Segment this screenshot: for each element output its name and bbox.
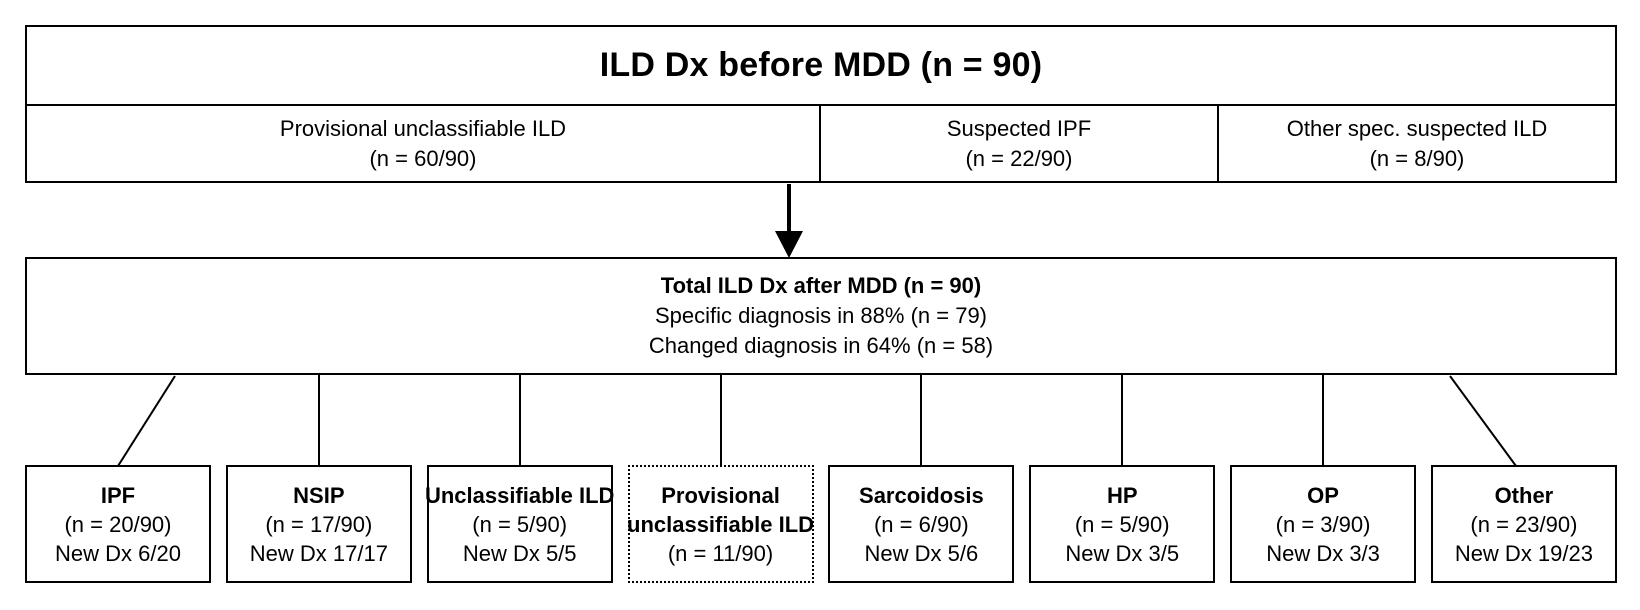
section-name: Other spec. suspected ILD bbox=[1286, 115, 1548, 141]
outcome-count: (n = 17/90) bbox=[265, 511, 373, 537]
section-other-spec-suspected-ild: Other spec. suspected ILD (n = 8/90) bbox=[1217, 106, 1615, 181]
outcome-count: (n = 5/90) bbox=[472, 511, 568, 537]
before-mdd-title: ILD Dx before MDD (n = 90) bbox=[27, 27, 1615, 106]
outcome-box-ipf: IPF (n = 20/90) New Dx 6/20 bbox=[25, 465, 211, 583]
after-mdd-box: Total ILD Dx after MDD (n = 90) Specific… bbox=[25, 257, 1617, 375]
outcome-new-dx: New Dx 3/5 bbox=[1065, 540, 1180, 566]
before-mdd-box: ILD Dx before MDD (n = 90) Provisional u… bbox=[25, 25, 1617, 183]
after-mdd-title: Total ILD Dx after MDD (n = 90) bbox=[660, 273, 982, 298]
section-suspected-ipf: Suspected IPF (n = 22/90) bbox=[819, 106, 1217, 181]
outcome-box-other: Other (n = 23/90) New Dx 19/23 bbox=[1430, 465, 1617, 583]
outcome-count: (n = 5/90) bbox=[1074, 511, 1170, 537]
section-count: (n = 8/90) bbox=[1369, 145, 1465, 171]
section-count: (n = 60/90) bbox=[369, 145, 477, 171]
outcome-new-dx: New Dx 17/17 bbox=[249, 540, 388, 566]
outcome-title: Unclassifiable ILD bbox=[424, 482, 615, 508]
outcome-title: Sarcoidosis bbox=[859, 482, 984, 508]
outcome-count: (n = 20/90) bbox=[64, 511, 172, 537]
section-name: Provisional unclassifiable ILD bbox=[279, 115, 567, 141]
section-provisional-unclassifiable-ild: Provisional unclassifiable ILD (n = 60/9… bbox=[27, 106, 819, 181]
outcome-title: Other bbox=[1494, 482, 1554, 508]
outcome-title: Provisional bbox=[661, 482, 780, 508]
outcome-title: OP bbox=[1307, 482, 1339, 508]
outcome-box-provisional-unclassifiable-ild: Provisional unclassifiable ILD (n = 11/9… bbox=[627, 465, 815, 583]
outcome-new-dx: New Dx 3/3 bbox=[1266, 540, 1380, 566]
outcome-title-line2: unclassifiable ILD bbox=[627, 511, 815, 537]
outcome-title: NSIP bbox=[293, 482, 345, 508]
outcome-count: (n = 11/90) bbox=[667, 540, 774, 566]
outcome-box-hp: HP (n = 5/90) New Dx 3/5 bbox=[1029, 465, 1216, 583]
outcome-count: (n = 3/90) bbox=[1275, 511, 1371, 537]
outcome-title: IPF bbox=[100, 482, 136, 508]
section-count: (n = 22/90) bbox=[965, 145, 1073, 171]
down-arrow-head-icon bbox=[775, 231, 803, 258]
outcome-box-op: OP (n = 3/90) New Dx 3/3 bbox=[1230, 465, 1417, 583]
outcome-new-dx: New Dx 5/5 bbox=[462, 540, 577, 566]
after-mdd-changed-diagnosis: Changed diagnosis in 64% (n = 58) bbox=[648, 333, 994, 358]
outcome-new-dx: New Dx 19/23 bbox=[1454, 540, 1593, 566]
after-mdd-specific-diagnosis: Specific diagnosis in 88% (n = 79) bbox=[654, 303, 988, 328]
outcome-title: HP bbox=[1106, 482, 1138, 508]
connector-other bbox=[1449, 375, 1517, 467]
diagnosis-outcome-row: IPF (n = 20/90) New Dx 6/20 NSIP (n = 17… bbox=[25, 465, 1617, 583]
connector-ipf bbox=[117, 375, 176, 467]
outcome-new-dx: New Dx 5/6 bbox=[864, 540, 979, 566]
outcome-box-nsip: NSIP (n = 17/90) New Dx 17/17 bbox=[225, 465, 412, 583]
outcome-box-sarcoidosis: Sarcoidosis (n = 6/90) New Dx 5/6 bbox=[828, 465, 1015, 583]
outcome-count: (n = 6/90) bbox=[873, 511, 969, 537]
section-name: Suspected IPF bbox=[946, 115, 1092, 141]
outcome-count: (n = 23/90) bbox=[1470, 511, 1578, 537]
outcome-box-unclassifiable-ild: Unclassifiable ILD (n = 5/90) New Dx 5/5 bbox=[424, 465, 615, 583]
before-mdd-sections: Provisional unclassifiable ILD (n = 60/9… bbox=[27, 106, 1615, 181]
outcome-new-dx: New Dx 6/20 bbox=[55, 540, 181, 566]
